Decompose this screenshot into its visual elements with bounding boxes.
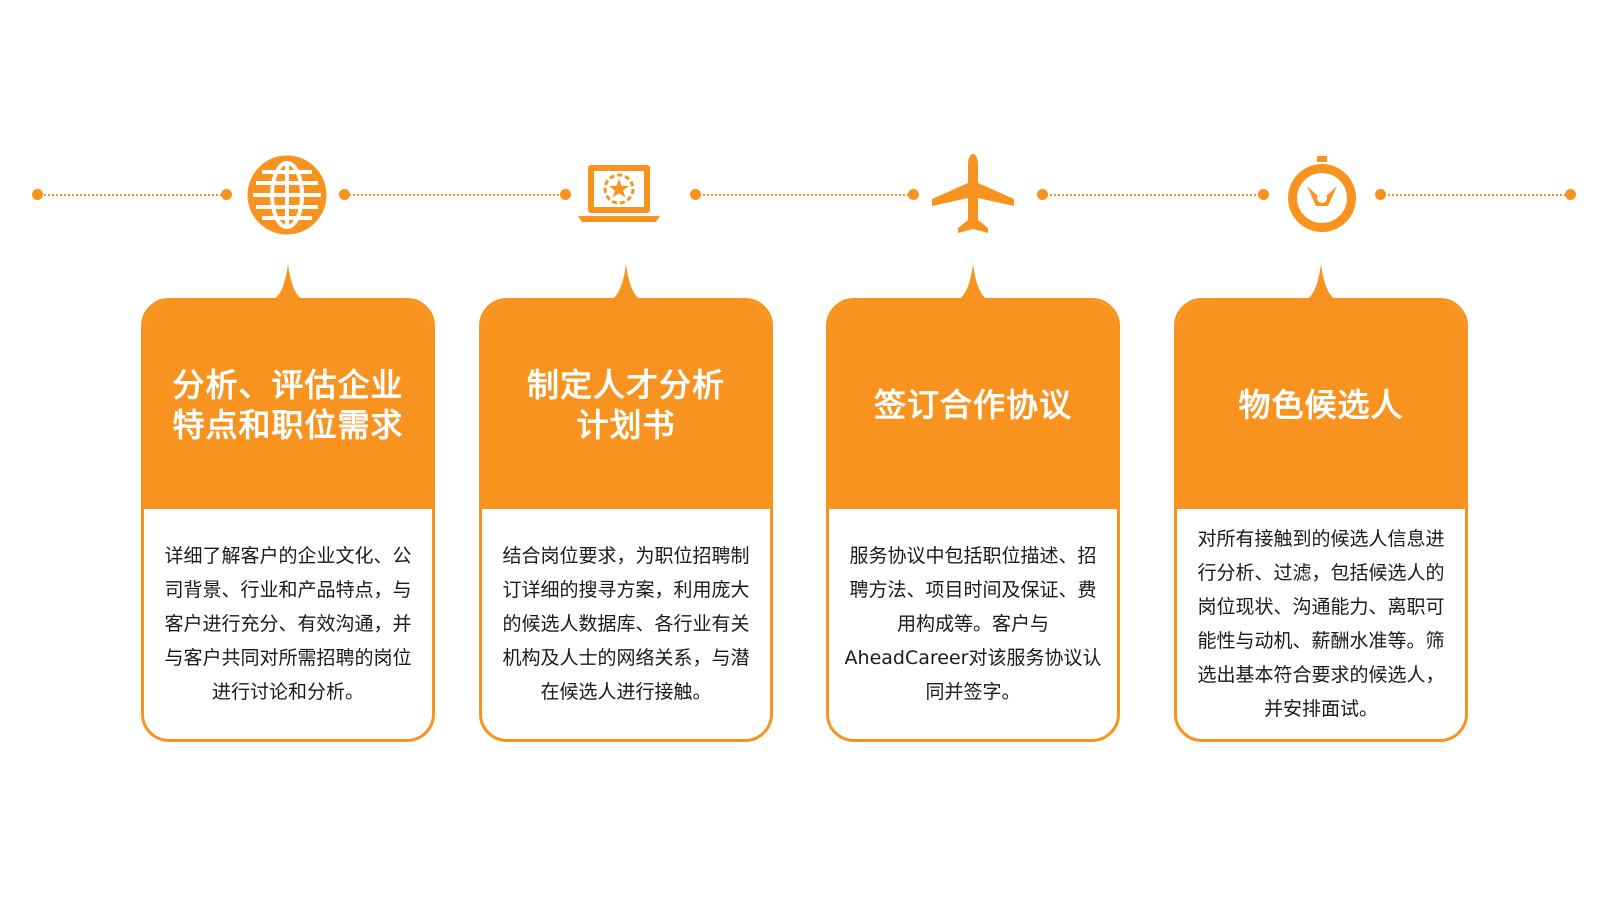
card-header: 分析、评估企业 特点和职位需求 xyxy=(144,301,432,509)
card-description: 服务协议中包括职位描述、招聘方法、项目时间及保证、费用构成等。客户与AheadC… xyxy=(844,545,1102,703)
card-pointer xyxy=(943,264,1003,304)
step-card-3: 签订合作协议 服务协议中包括职位描述、招聘方法、项目时间及保证、费用构成等。客户… xyxy=(826,264,1120,742)
card-title: 签订合作协议 xyxy=(874,385,1072,425)
card-box: 签订合作协议 服务协议中包括职位描述、招聘方法、项目时间及保证、费用构成等。客户… xyxy=(826,298,1120,742)
timeline-dot xyxy=(908,189,919,200)
step-card-1: 分析、评估企业 特点和职位需求 详细了解客户的企业文化、公司背景、行业和产品特点… xyxy=(141,264,435,742)
card-header: 制定人才分析 计划书 xyxy=(482,301,770,509)
card-title-line: 分析、评估企业 xyxy=(172,366,404,404)
card-header: 物色候选人 xyxy=(1177,301,1465,509)
step-card-2: 制定人才分析 计划书 结合岗位要求，为职位招聘制订详细的搜寻方案，利用庞大的候选… xyxy=(479,264,773,742)
process-timeline xyxy=(0,0,1600,260)
laptop-star-icon xyxy=(574,150,664,240)
card-title-line: 特点和职位需求 xyxy=(172,406,404,444)
clock-icon xyxy=(1277,150,1367,240)
card-body: 详细了解客户的企业文化、公司背景、行业和产品特点，与客户进行充分、有效沟通，并与… xyxy=(144,509,432,739)
timeline-connector xyxy=(1043,194,1263,196)
timeline-dot xyxy=(1258,189,1269,200)
timeline-dot xyxy=(1375,189,1386,200)
card-header: 签订合作协议 xyxy=(829,301,1117,509)
card-box: 制定人才分析 计划书 结合岗位要求，为职位招聘制订详细的搜寻方案，利用庞大的候选… xyxy=(479,298,773,742)
card-title: 物色候选人 xyxy=(1238,385,1403,425)
card-description: 详细了解客户的企业文化、公司背景、行业和产品特点，与客户进行充分、有效沟通，并与… xyxy=(164,545,412,703)
timeline-dot xyxy=(32,189,43,200)
timeline-dot xyxy=(221,189,232,200)
card-box: 分析、评估企业 特点和职位需求 详细了解客户的企业文化、公司背景、行业和产品特点… xyxy=(141,298,435,742)
timeline-connector xyxy=(1380,194,1570,196)
card-pointer xyxy=(258,264,318,304)
card-description: 结合岗位要求，为职位招聘制订详细的搜寻方案，利用庞大的候选人数据库、各行业有关机… xyxy=(502,545,750,703)
airplane-icon xyxy=(928,150,1018,240)
card-title-line: 物色候选人 xyxy=(1238,386,1404,424)
timeline-dot xyxy=(1037,189,1048,200)
timeline-dot xyxy=(690,189,701,200)
timeline-dot xyxy=(1565,189,1576,200)
timeline-dot xyxy=(560,189,571,200)
card-body: 结合岗位要求，为职位招聘制订详细的搜寻方案，利用庞大的候选人数据库、各行业有关机… xyxy=(482,509,770,739)
card-pointer xyxy=(1291,264,1351,304)
card-title: 分析、评估企业 特点和职位需求 xyxy=(172,365,403,445)
timeline-connector xyxy=(695,194,913,196)
globe-icon xyxy=(242,150,332,240)
card-title-line: 制定人才分析 xyxy=(526,366,725,404)
card-box: 物色候选人 对所有接触到的候选人信息进行分析、过滤，包括候选人的岗位现状、沟通能… xyxy=(1174,298,1468,742)
card-description: 对所有接触到的候选人信息进行分析、过滤，包括候选人的岗位现状、沟通能力、离职可能… xyxy=(1197,528,1445,720)
card-body: 对所有接触到的候选人信息进行分析、过滤，包括候选人的岗位现状、沟通能力、离职可能… xyxy=(1177,509,1465,739)
timeline-dot xyxy=(339,189,350,200)
card-body: 服务协议中包括职位描述、招聘方法、项目时间及保证、费用构成等。客户与AheadC… xyxy=(829,509,1117,739)
card-title: 制定人才分析 计划书 xyxy=(527,365,725,445)
timeline-connector xyxy=(40,194,226,196)
step-card-4: 物色候选人 对所有接触到的候选人信息进行分析、过滤，包括候选人的岗位现状、沟通能… xyxy=(1174,264,1468,742)
timeline-connector xyxy=(345,194,567,196)
card-title-line: 计划书 xyxy=(576,406,676,444)
card-title-line: 签订合作协议 xyxy=(873,386,1072,424)
card-pointer xyxy=(596,264,656,304)
